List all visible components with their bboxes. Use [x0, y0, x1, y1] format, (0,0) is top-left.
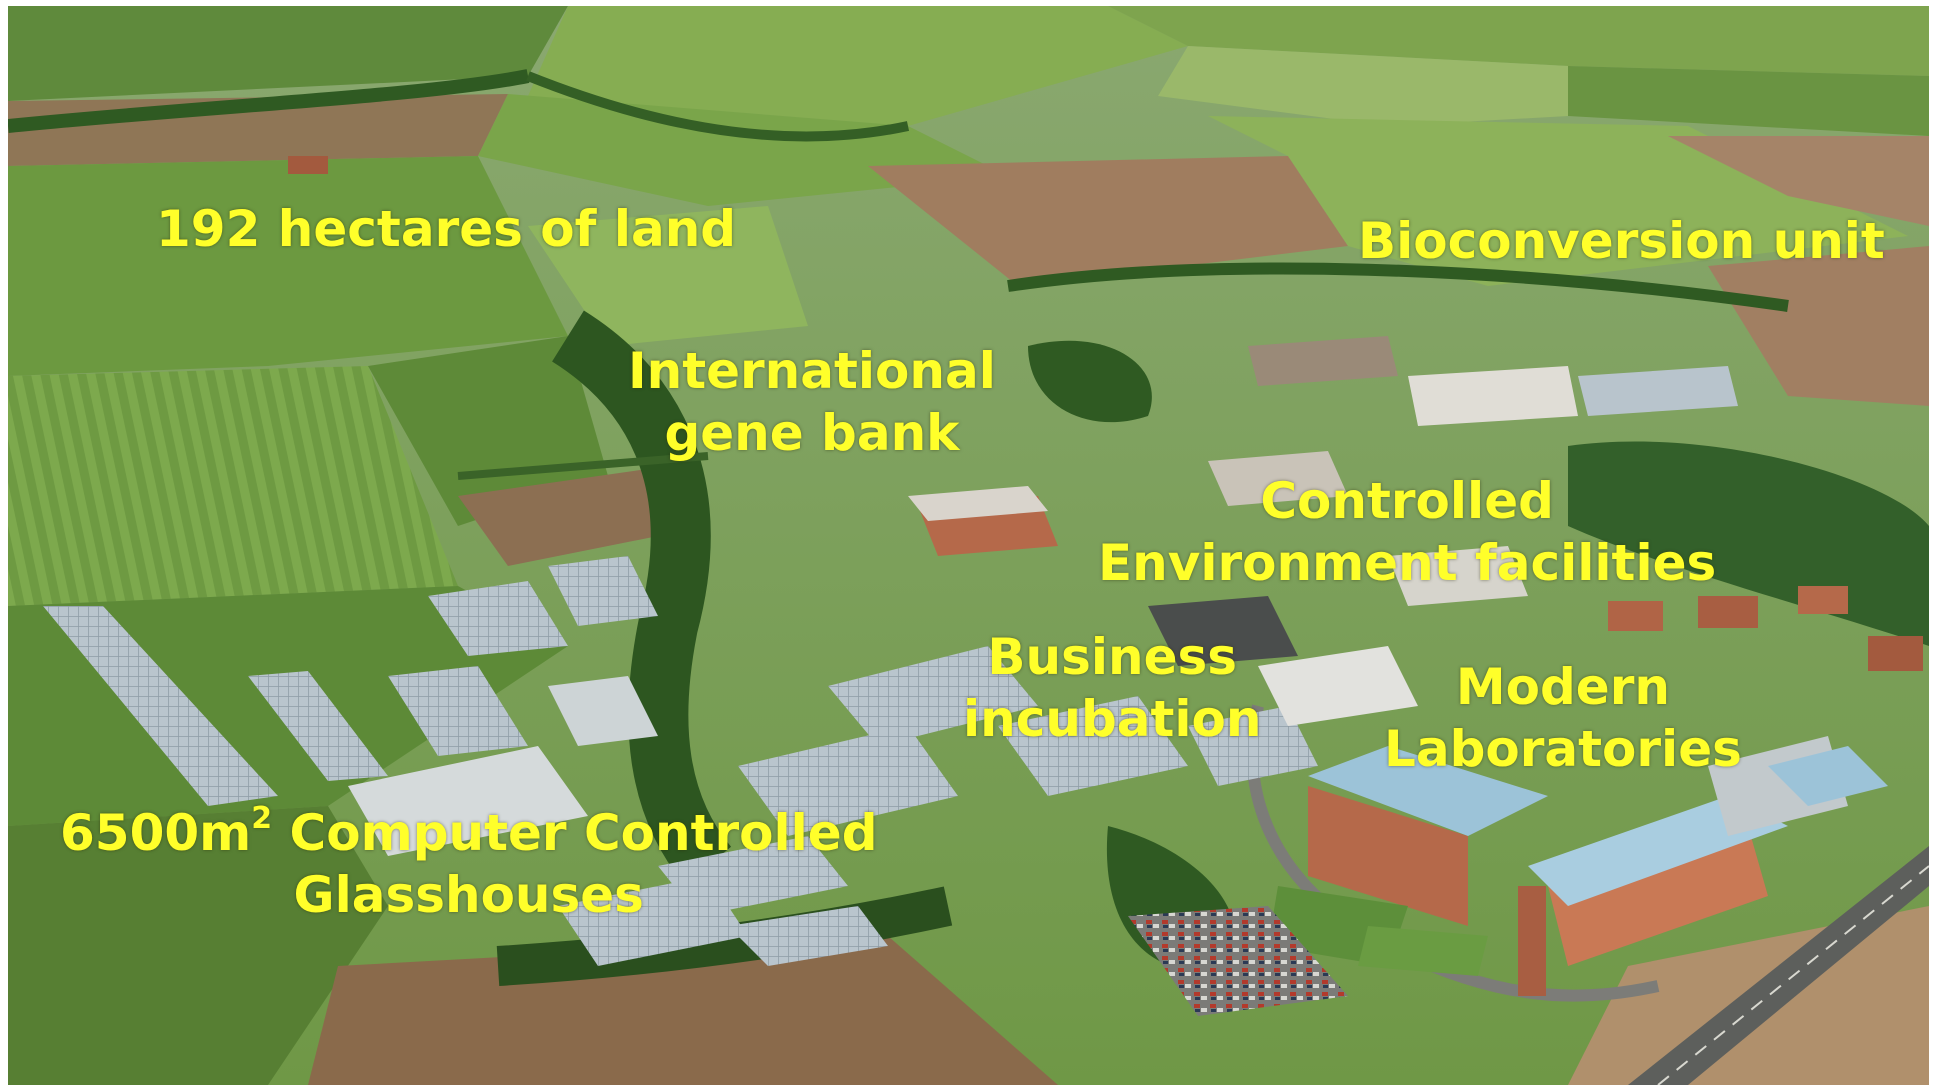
glasshouse — [998, 696, 1188, 796]
glasshouse — [43, 606, 278, 806]
glasshouses-label: 6500m2 Computer Controlled Glasshouses — [60, 802, 878, 926]
ploughed-field — [1708, 246, 1929, 406]
gene-bank-label: International gene bank — [628, 340, 996, 464]
gene-bank-line1: International — [628, 342, 996, 400]
hedgerow — [1007, 262, 1789, 312]
house — [1868, 636, 1923, 671]
glasshouse — [548, 556, 658, 626]
bioconversion-label-text: Bioconversion unit — [1358, 212, 1885, 270]
glasshouse — [738, 726, 958, 836]
glasshouse — [1188, 706, 1318, 786]
laboratory-roof — [1768, 746, 1888, 806]
glasshouse — [548, 676, 658, 746]
business-incubation-label: Business incubation — [963, 626, 1262, 750]
land-label: 192 hectares of land — [156, 198, 736, 260]
hedgerow — [457, 452, 709, 480]
controlled-environment-line2: Environment facilities — [1098, 534, 1717, 592]
road — [1628, 846, 1929, 1085]
laboratory-roof — [1528, 796, 1788, 906]
business-incubation-line2: incubation — [963, 690, 1262, 748]
field — [1158, 46, 1568, 126]
field — [8, 6, 568, 101]
glasshouses-line1: 6500m2 Computer Controlled — [60, 802, 878, 864]
house — [288, 156, 328, 174]
field — [478, 94, 1008, 206]
modern-laboratories-line2: Laboratories — [1384, 720, 1742, 778]
glasshouse — [248, 671, 388, 781]
ploughed-field — [308, 936, 1058, 1085]
glasshouse — [348, 746, 588, 856]
building — [1578, 366, 1738, 416]
laboratory-wing — [1548, 826, 1768, 966]
field — [1108, 6, 1929, 76]
field — [8, 806, 388, 1085]
house — [1698, 596, 1758, 628]
bioconversion-label: Bioconversion unit — [1358, 210, 1885, 272]
glasshouse — [828, 646, 1038, 746]
field — [8, 156, 568, 376]
glasshouses-area: 6500m — [60, 804, 252, 862]
laboratory-roof — [1308, 746, 1548, 836]
house — [1798, 586, 1848, 614]
glasshouses-area-unit: 2 — [251, 801, 273, 836]
building — [1408, 366, 1578, 426]
aerial-photo: 192 hectares of land Bioconversion unit … — [8, 6, 1929, 1085]
car-park — [1128, 906, 1348, 1016]
building-roof — [908, 486, 1048, 521]
gene-bank-line2: gene bank — [664, 404, 960, 462]
glasshouse — [728, 906, 888, 966]
field — [1568, 66, 1929, 136]
lawn — [1358, 926, 1488, 976]
glasshouses-line2: Glasshouses — [293, 866, 644, 924]
laboratory-tower — [1518, 886, 1546, 996]
ploughed-field — [458, 466, 708, 566]
controlled-environment-label: Controlled Environment facilities — [1098, 470, 1716, 594]
parking-area — [1148, 596, 1298, 666]
ploughed-field — [868, 156, 1348, 286]
building — [1248, 336, 1398, 386]
modern-laboratories-label: Modern Laboratories — [1384, 656, 1742, 780]
hedgerow — [496, 886, 953, 986]
controlled-environment-line1: Controlled — [1260, 472, 1554, 530]
glasshouse — [388, 666, 528, 756]
aerial-landscape — [8, 6, 1929, 1085]
land-label-text: 192 hectares of land — [156, 200, 737, 258]
glasshouse — [658, 836, 848, 916]
house — [1608, 601, 1663, 631]
glasshouses-title: Computer Controlled — [272, 804, 878, 862]
tree-cluster — [1028, 340, 1152, 423]
field — [368, 336, 608, 526]
modern-laboratories-line1: Modern — [1455, 658, 1670, 716]
hedgerow — [8, 69, 530, 133]
road-marking — [1657, 865, 1929, 1085]
field — [528, 6, 1188, 126]
field — [528, 206, 808, 346]
business-incubation-line1: Business — [987, 628, 1238, 686]
glasshouse — [428, 581, 568, 656]
building — [1258, 646, 1418, 726]
building — [1388, 546, 1528, 606]
laboratory-wing — [1308, 786, 1468, 926]
ploughed-field — [1668, 136, 1929, 226]
hedgerow — [551, 310, 732, 886]
striped-field — [8, 366, 458, 606]
building — [1208, 451, 1348, 506]
hedgerow — [526, 71, 910, 142]
